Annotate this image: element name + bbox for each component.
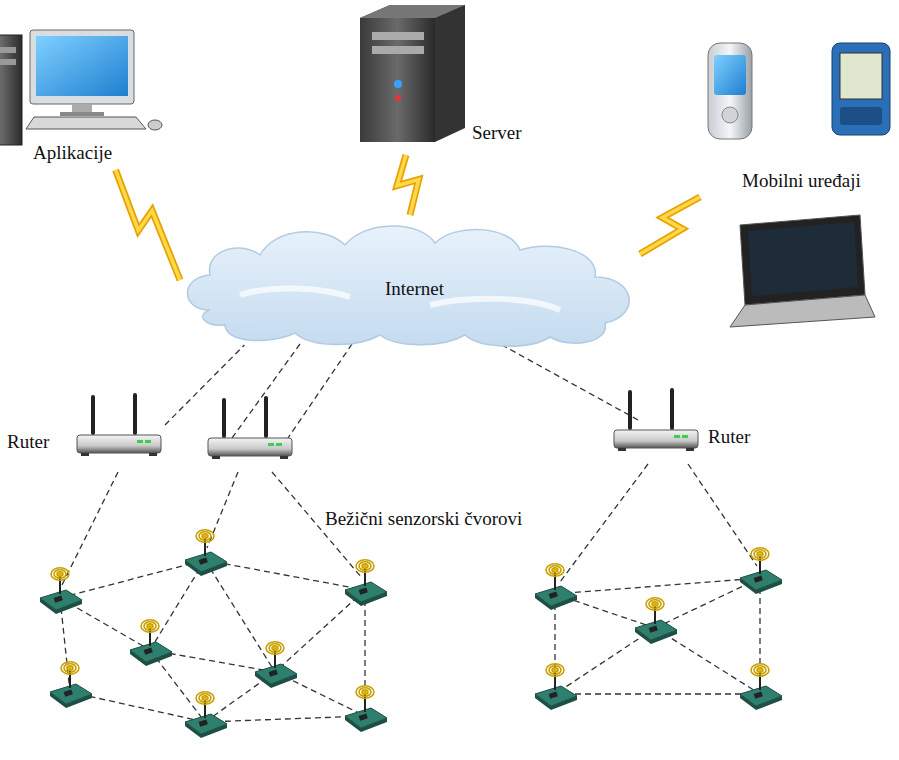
mesh-link (150, 560, 205, 650)
node-label: Aplikacije (33, 142, 112, 165)
device-node: Server (350, 0, 550, 155)
mesh-link (688, 464, 757, 566)
sensor-node-icon (740, 664, 782, 710)
wired-link (502, 345, 638, 420)
sensor-node-icon (255, 642, 297, 688)
internet-cloud: Internet (180, 215, 640, 345)
mesh-link (655, 578, 760, 628)
sensor-node-icon (740, 548, 782, 594)
mesh-link (364, 590, 365, 716)
sensor-node-icon (345, 686, 387, 732)
mesh-link (288, 344, 352, 438)
device-node: Mobilni uređaji (700, 35, 899, 305)
wireless-link (397, 155, 419, 215)
node-label: Internet (385, 278, 444, 301)
mesh-link (555, 578, 760, 594)
sensor-node-icon (345, 560, 387, 606)
mesh-link (60, 560, 205, 598)
sensor-node-icon (535, 664, 577, 710)
node-label: Server (472, 122, 522, 145)
sensor-node-icon (185, 530, 227, 576)
sensor-node-icon (635, 598, 677, 644)
mesh-link (275, 590, 365, 672)
sensor-node-icon (40, 568, 82, 614)
mesh-link (62, 472, 118, 585)
mesh-link (554, 594, 555, 694)
device-node: Aplikacije (0, 25, 170, 170)
mesh-link (205, 716, 365, 722)
node-label: Ruter (7, 431, 49, 454)
router-icon (208, 396, 292, 459)
sensor-node-icon (535, 564, 577, 610)
mesh-link (555, 693, 760, 694)
mesh-link (205, 560, 365, 590)
sensor-node-icon (185, 692, 227, 738)
mesh-link (560, 464, 648, 582)
node-label: Mobilni uređaji (742, 170, 861, 193)
network-label: Bežični senzorski čvorovi (322, 508, 525, 531)
wireless-link (116, 170, 180, 280)
mesh-link (60, 598, 70, 692)
device-icon (612, 420, 775, 462)
mesh-link (555, 628, 655, 694)
device-node: Ruter (5, 425, 165, 470)
wireless-link (640, 197, 700, 254)
device-node: Ruter (612, 420, 775, 462)
mesh-link (205, 560, 275, 672)
mesh-link (655, 628, 760, 694)
node-label: Ruter (708, 426, 750, 449)
mesh-link (232, 344, 300, 438)
sensor-node-icon (50, 662, 92, 708)
wired-link (165, 345, 244, 425)
sensor-node-icon (130, 620, 172, 666)
